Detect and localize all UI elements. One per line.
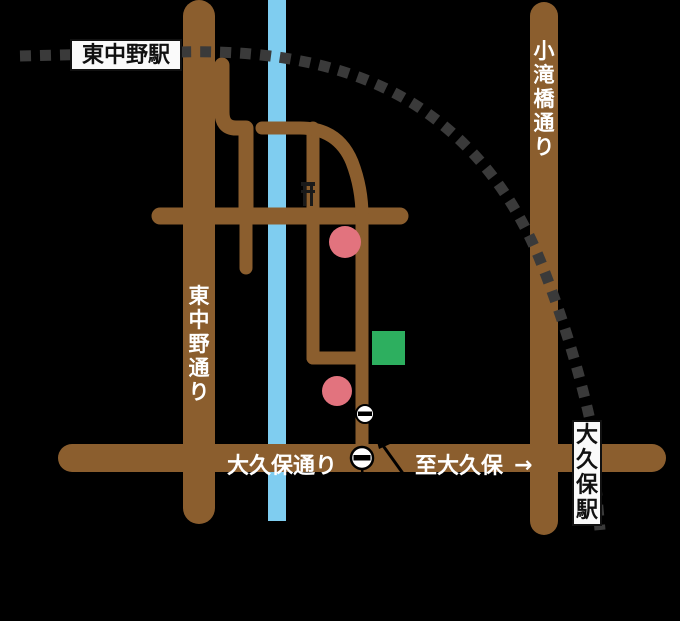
location-pointer-arrow: [375, 434, 414, 487]
station-label-okubo-c2: 保: [575, 473, 599, 498]
label-kotakibashi-dori-c3: 通: [534, 111, 555, 135]
label-kotakibashi-dori: 小 滝 橋 通 り: [534, 39, 556, 159]
label-kotakibashi-dori-c4: り: [534, 135, 555, 159]
road-curved-arc: [255, 121, 369, 223]
pink-marker-lower: [322, 376, 352, 406]
station-label-okubo-c1: 久: [576, 447, 598, 473]
to-okubo-arrow-icon: →: [514, 453, 532, 478]
station-label-okubo-c3: 駅: [576, 498, 598, 523]
map-markers: [301, 182, 405, 406]
label-kotakibashi-dori-c0: 小: [534, 39, 555, 63]
chuo-line-railway: [19, 46, 606, 531]
label-higashi-nakano-dori: 東 中 野 通 り: [189, 284, 210, 404]
label-higashi-nakano-dori-c1: 中: [189, 308, 210, 332]
shrine-torii-marker: [301, 182, 315, 206]
label-kotakibashi-dori-c2: 橋: [534, 87, 556, 111]
label-okubo-dori: 大久保通り: [227, 453, 337, 479]
station-label-okubo-c0: 大: [576, 423, 598, 448]
label-to-okubo: 至大久保: [415, 453, 504, 479]
label-higashi-nakano-dori-c0: 東: [189, 284, 210, 308]
label-higashi-nakano-dori-c3: 通: [189, 356, 210, 380]
label-higashi-nakano-dori-c2: 野: [189, 332, 210, 356]
label-higashi-nakano-dori-c4: り: [189, 380, 210, 404]
station-label-higashi-nakano[interactable]: 東中野駅: [70, 39, 182, 71]
no-entry-sign-lower: [349, 445, 375, 477]
kanda-river: [268, 0, 286, 521]
road-station-branch: [214, 57, 254, 224]
label-kotakibashi-dori-c1: 滝: [534, 63, 555, 87]
no-entry-sign-upper: [355, 404, 375, 424]
green-building-marker: [372, 331, 405, 365]
traffic-signs: [349, 404, 375, 477]
station-label-okubo[interactable]: 大 久 保 駅: [572, 420, 602, 526]
station-label-higashi-nakano-text: 東中野駅: [82, 43, 170, 68]
pink-marker-upper: [329, 226, 361, 258]
